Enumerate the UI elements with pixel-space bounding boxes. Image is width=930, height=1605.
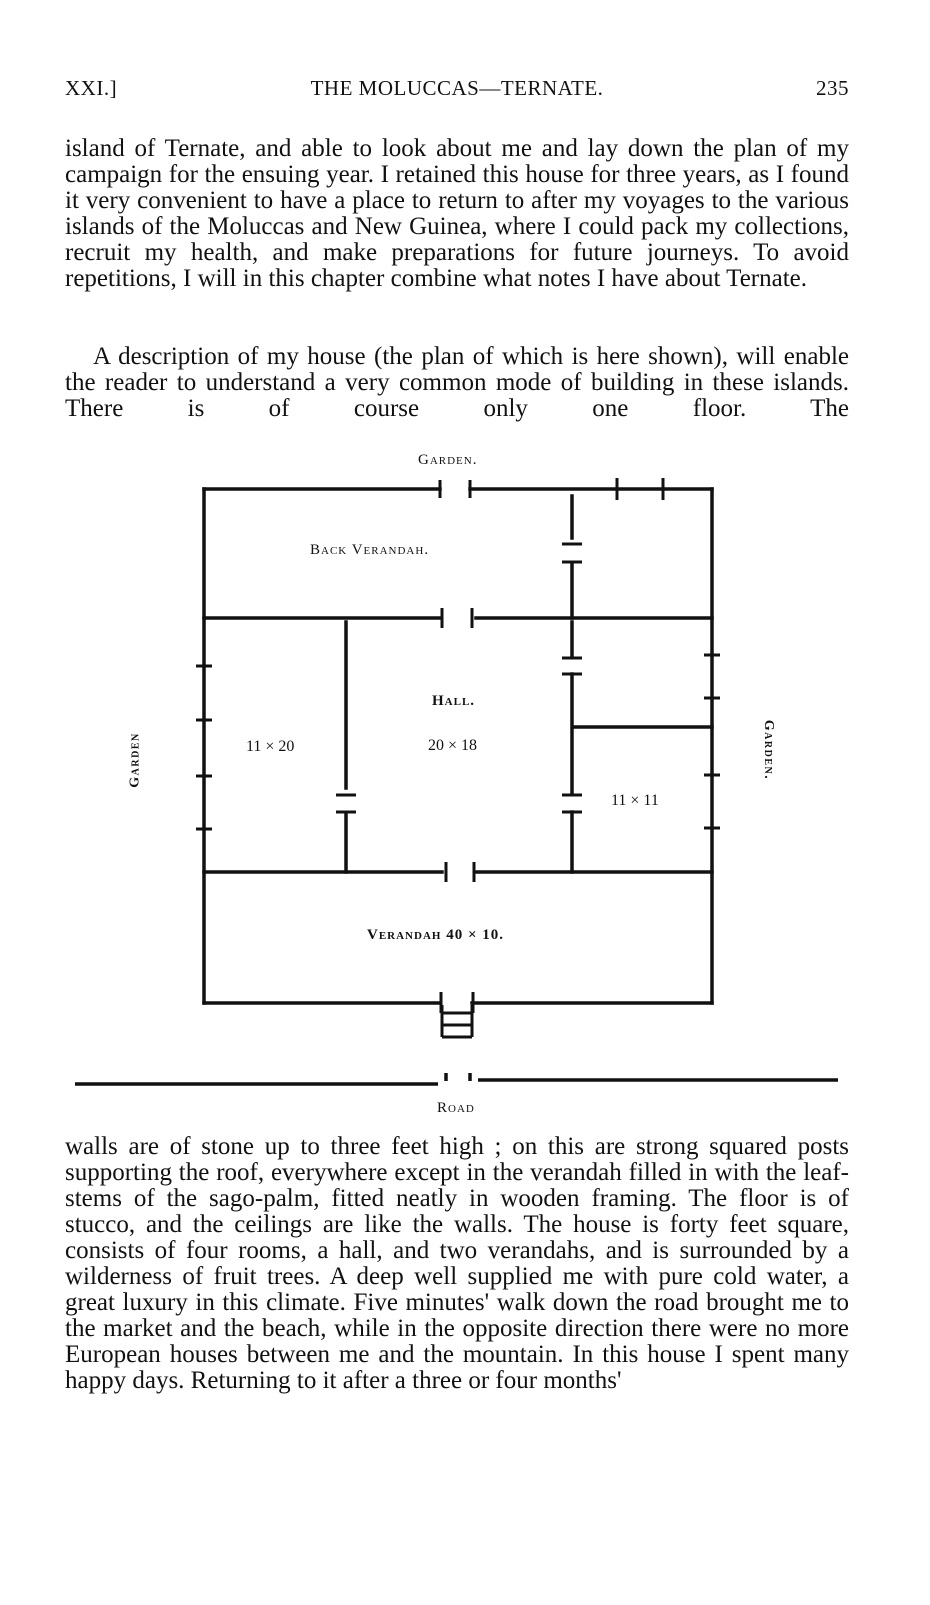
- floor-plan-drawing: [75, 478, 838, 1086]
- paragraph-house-description: A description of my house (the plan of w…: [65, 343, 849, 422]
- page-number: 235: [816, 76, 849, 100]
- label-hall-dimensions: 20 × 18: [428, 737, 478, 754]
- paragraph-house-construction: walls are of stone up to three feet high…: [65, 1133, 849, 1394]
- label-right-room-dimensions: 11 × 11: [611, 792, 659, 809]
- label-garden-top: Garden.: [418, 452, 478, 468]
- house-floor-plan: Garden. Back Verandah. Hall. 20 × 18 11 …: [0, 440, 930, 1130]
- label-road: Road: [437, 1100, 475, 1116]
- running-header: XXI.] THE MOLUCCAS—TERNATE. 235: [65, 76, 849, 106]
- label-verandah: Verandah 40 × 10.: [367, 927, 504, 943]
- road-line: [75, 1073, 838, 1086]
- paragraph-continuation: island of Ternate, and able to look abou…: [65, 135, 849, 292]
- label-garden-right: Garden.: [761, 719, 777, 781]
- running-title: THE MOLUCCAS—TERNATE.: [310, 76, 604, 100]
- entrance-steps: [440, 1005, 474, 1039]
- label-left-room-dimensions: 11 × 20: [246, 738, 295, 755]
- chapter-number: XXI.]: [65, 76, 118, 100]
- label-back-verandah: Back Verandah.: [310, 542, 430, 558]
- label-garden-left: Garden: [127, 732, 143, 788]
- label-hall: Hall.: [432, 693, 476, 709]
